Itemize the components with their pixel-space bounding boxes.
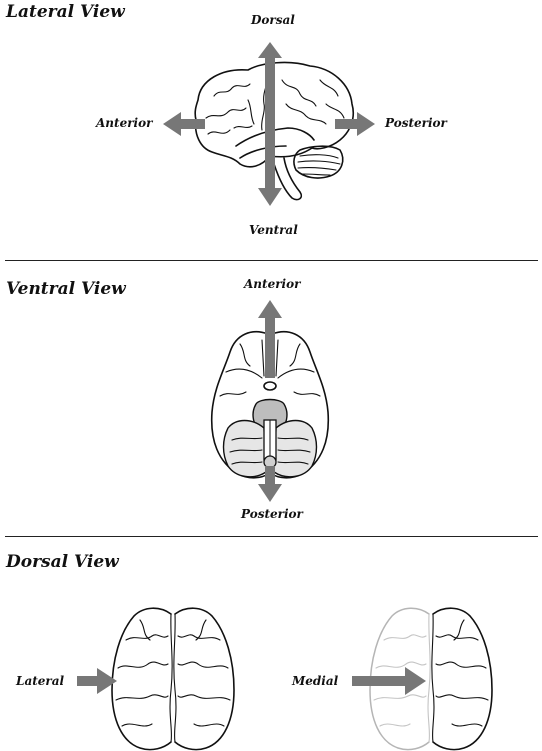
dorsal-brain-right [369,607,493,751]
ventral-brain-diagram [210,300,330,502]
arrow-up-icon [258,42,282,122]
arrow-right-icon [352,667,426,695]
arrow-right-icon [77,668,117,694]
section-divider-1 [5,260,538,261]
arrow-down-icon [258,466,282,502]
arrow-down-icon [258,122,282,206]
arrow-right-icon [335,112,375,136]
label-ventral: Ventral [249,223,298,237]
label-anterior-lateral: Anterior [96,116,153,130]
dorsal-brain-left [111,607,235,751]
lateral-view-title: Lateral View [6,2,125,22]
label-posterior-lateral: Posterior [385,116,447,130]
label-dorsal: Dorsal [251,13,295,27]
arrow-up-icon [258,300,282,378]
section-divider-2 [5,536,538,537]
dorsal-view-title: Dorsal View [6,552,119,572]
lateral-brain-diagram [163,42,375,206]
label-medial: Medial [292,674,339,688]
label-posterior-ventral: Posterior [241,507,303,521]
ventral-arrows [258,300,282,502]
dorsal-brain-diagram [77,607,493,751]
lateral-arrows [163,42,375,206]
ventral-view-title: Ventral View [6,279,126,299]
ventral-brain-outline [210,330,330,479]
label-anterior-ventral: Anterior [244,277,301,291]
label-lateral: Lateral [16,674,65,688]
arrow-left-icon [163,112,205,136]
dorsal-arrows [77,667,426,695]
